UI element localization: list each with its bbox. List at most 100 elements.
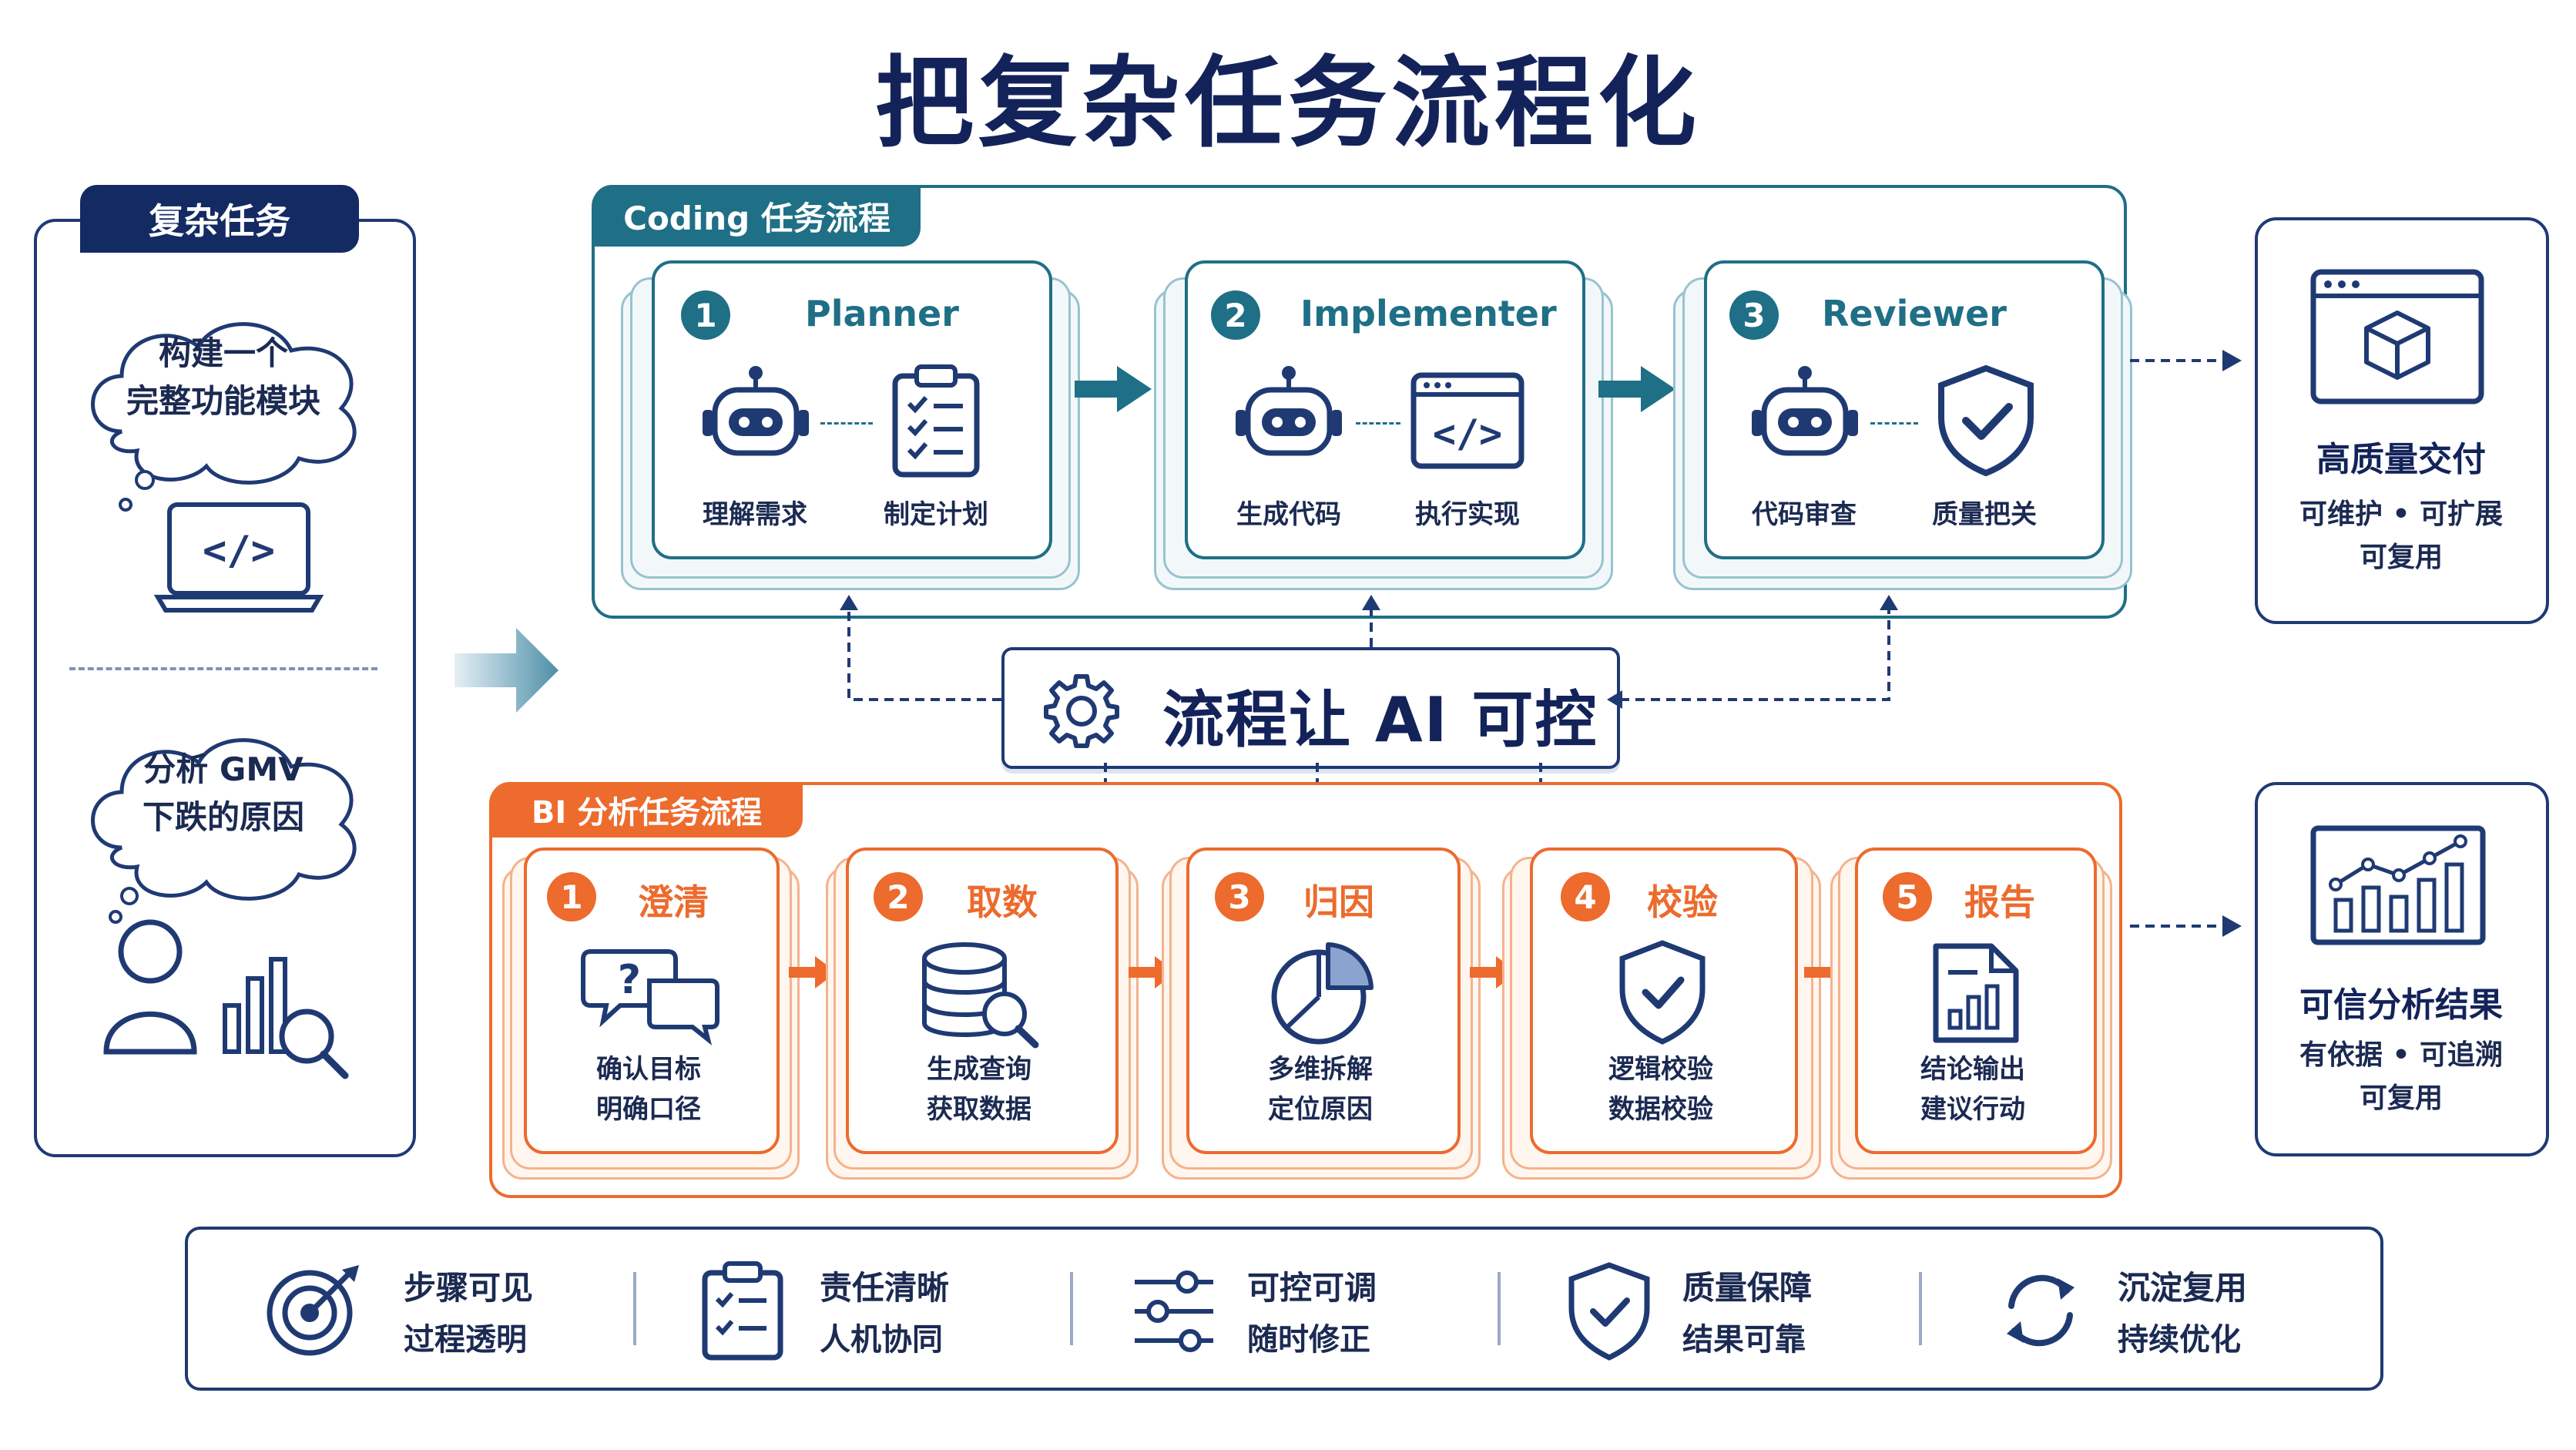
dashed-arrow <box>2130 915 2242 937</box>
task1-line2: 完整功能模块 <box>126 382 320 420</box>
feature-subtitle: 随时修正 <box>1247 1322 1370 1358</box>
package-window-icon <box>2310 269 2484 404</box>
shield-check-icon <box>1568 1262 1650 1361</box>
step-left-label: 代码审查 <box>1752 499 1857 530</box>
feature-title: 质量保障 <box>1682 1269 1813 1307</box>
feature-bar: 步骤可见 过程透明 责任清晰 人机协同 可控可调 随 <box>185 1227 2383 1391</box>
divider <box>633 1272 636 1345</box>
step-number: 2 <box>874 872 923 921</box>
step-number: 3 <box>1729 290 1779 340</box>
sliders-icon <box>1135 1270 1213 1352</box>
bi-output-line2: 可复用 <box>2359 1082 2443 1114</box>
robot-icon <box>703 366 809 456</box>
task2-line1: 分析 GMV <box>143 750 304 788</box>
bi-step-line1: 确认目标 <box>596 1054 701 1085</box>
step-right-label: 制定计划 <box>884 499 988 530</box>
dashed-arrow <box>2130 350 2242 371</box>
step-number: 1 <box>681 290 730 340</box>
robot-icon <box>1236 366 1342 456</box>
arrow-right-icon <box>1075 366 1152 412</box>
ai-control-box: 流程让 AI 可控 <box>1001 647 1620 769</box>
feature-subtitle: 过程透明 <box>404 1322 527 1358</box>
step-title: Reviewer <box>1822 293 2007 334</box>
feature-item: 沉淀复用 持续优化 <box>1994 1230 2341 1388</box>
divider <box>1070 1272 1073 1345</box>
feature-title: 可控可调 <box>1247 1269 1377 1307</box>
thought-cloud <box>91 738 357 924</box>
complex-task-label: 复杂任务 <box>80 185 359 253</box>
step-number: 1 <box>547 872 596 921</box>
trend-chart-icon <box>2310 825 2486 945</box>
target-icon <box>267 1265 359 1356</box>
feature-item: 质量保障 结果可靠 <box>1567 1230 1914 1388</box>
arrow-right-icon <box>789 956 837 988</box>
step-title: 澄清 <box>638 881 709 923</box>
report-icon <box>1933 943 2019 1043</box>
step-right-label: 执行实现 <box>1415 499 1520 530</box>
flow-arrow <box>454 628 558 713</box>
divider <box>1919 1272 1922 1345</box>
step-number: 5 <box>1883 872 1932 921</box>
coding-output-line2: 可复用 <box>2359 542 2443 573</box>
feature-title: 沉淀复用 <box>2118 1269 2248 1307</box>
bi-step-line1: 生成查询 <box>927 1054 1031 1085</box>
feature-title: 步骤可见 <box>404 1269 534 1307</box>
step-number: 4 <box>1561 872 1610 921</box>
bi-step-line1: 逻辑校验 <box>1608 1054 1713 1085</box>
bi-flow-label: BI 分析任务流程 <box>491 782 803 837</box>
feature-item: 责任清晰 人机协同 <box>700 1230 1047 1388</box>
feature-title: 责任清晰 <box>820 1269 950 1307</box>
feature-item: 可控可调 随时修正 <box>1132 1230 1478 1388</box>
clipboard-checklist-icon <box>892 364 980 478</box>
svg-text:</>: </> <box>203 528 275 574</box>
step-left-label: 生成代码 <box>1236 499 1341 530</box>
bi-step-line2: 获取数据 <box>927 1094 1031 1125</box>
feature-subtitle: 人机协同 <box>820 1322 943 1358</box>
step-left-label: 理解需求 <box>703 499 807 530</box>
user-chart-search-icon <box>103 919 349 1079</box>
step-number: 2 <box>1211 290 1260 340</box>
left-divider <box>69 667 377 670</box>
clipboard-icon <box>702 1261 783 1361</box>
robot-icon <box>1752 366 1858 456</box>
svg-text:?: ? <box>618 957 641 1003</box>
pie-chart-icon <box>1271 942 1374 1045</box>
gear-icon <box>1044 674 1119 748</box>
step-title: Planner <box>805 293 959 334</box>
shield-check-icon <box>1938 364 2034 477</box>
bi-output-line1: 有依据 • 可追溯 <box>2299 1039 2504 1071</box>
ai-control-text: 流程让 AI 可控 <box>1162 684 1598 756</box>
step-title: 报告 <box>1964 881 2035 923</box>
feature-item: 步骤可见 过程透明 <box>265 1230 612 1388</box>
step-number: 3 <box>1215 872 1264 921</box>
feature-subtitle: 结果可靠 <box>1682 1322 1806 1358</box>
bi-step-line2: 数据校验 <box>1608 1094 1713 1125</box>
bi-output-title: 可信分析结果 <box>2299 985 2503 1025</box>
step-title: Implementer <box>1300 293 1557 334</box>
database-search-icon <box>922 942 1039 1049</box>
bi-step-line2: 明确口径 <box>596 1094 701 1125</box>
thought-cloud <box>91 322 357 512</box>
step-title: 取数 <box>967 881 1038 923</box>
question-chat-icon: ? <box>581 949 719 1046</box>
step-title: 校验 <box>1647 881 1718 923</box>
shield-check-icon <box>1619 940 1706 1045</box>
bi-step-line1: 多维拆解 <box>1268 1054 1373 1085</box>
step-title: 归因 <box>1303 881 1374 923</box>
refresh-icon <box>2007 1274 2075 1347</box>
feature-subtitle: 持续优化 <box>2118 1322 2241 1358</box>
svg-text:</>: </> <box>1433 411 1502 456</box>
page-title: 把复杂任务流程化 <box>874 46 1701 161</box>
arrow-right-icon <box>1598 366 1675 412</box>
task1-line1: 构建一个 <box>158 334 288 372</box>
bi-step-line2: 定位原因 <box>1268 1094 1373 1125</box>
task2-line2: 下跌的原因 <box>142 798 304 836</box>
code-window-icon: </> <box>1410 372 1524 469</box>
coding-flow-label: Coding 任务流程 <box>593 185 921 247</box>
coding-output-title: 高质量交付 <box>2316 440 2486 479</box>
bi-step-line2: 建议行动 <box>1920 1094 2025 1125</box>
step-right-label: 质量把关 <box>1932 499 2037 530</box>
bi-step-line1: 结论输出 <box>1920 1054 2025 1085</box>
divider <box>1498 1272 1501 1345</box>
code-laptop-icon: </> <box>153 502 324 613</box>
